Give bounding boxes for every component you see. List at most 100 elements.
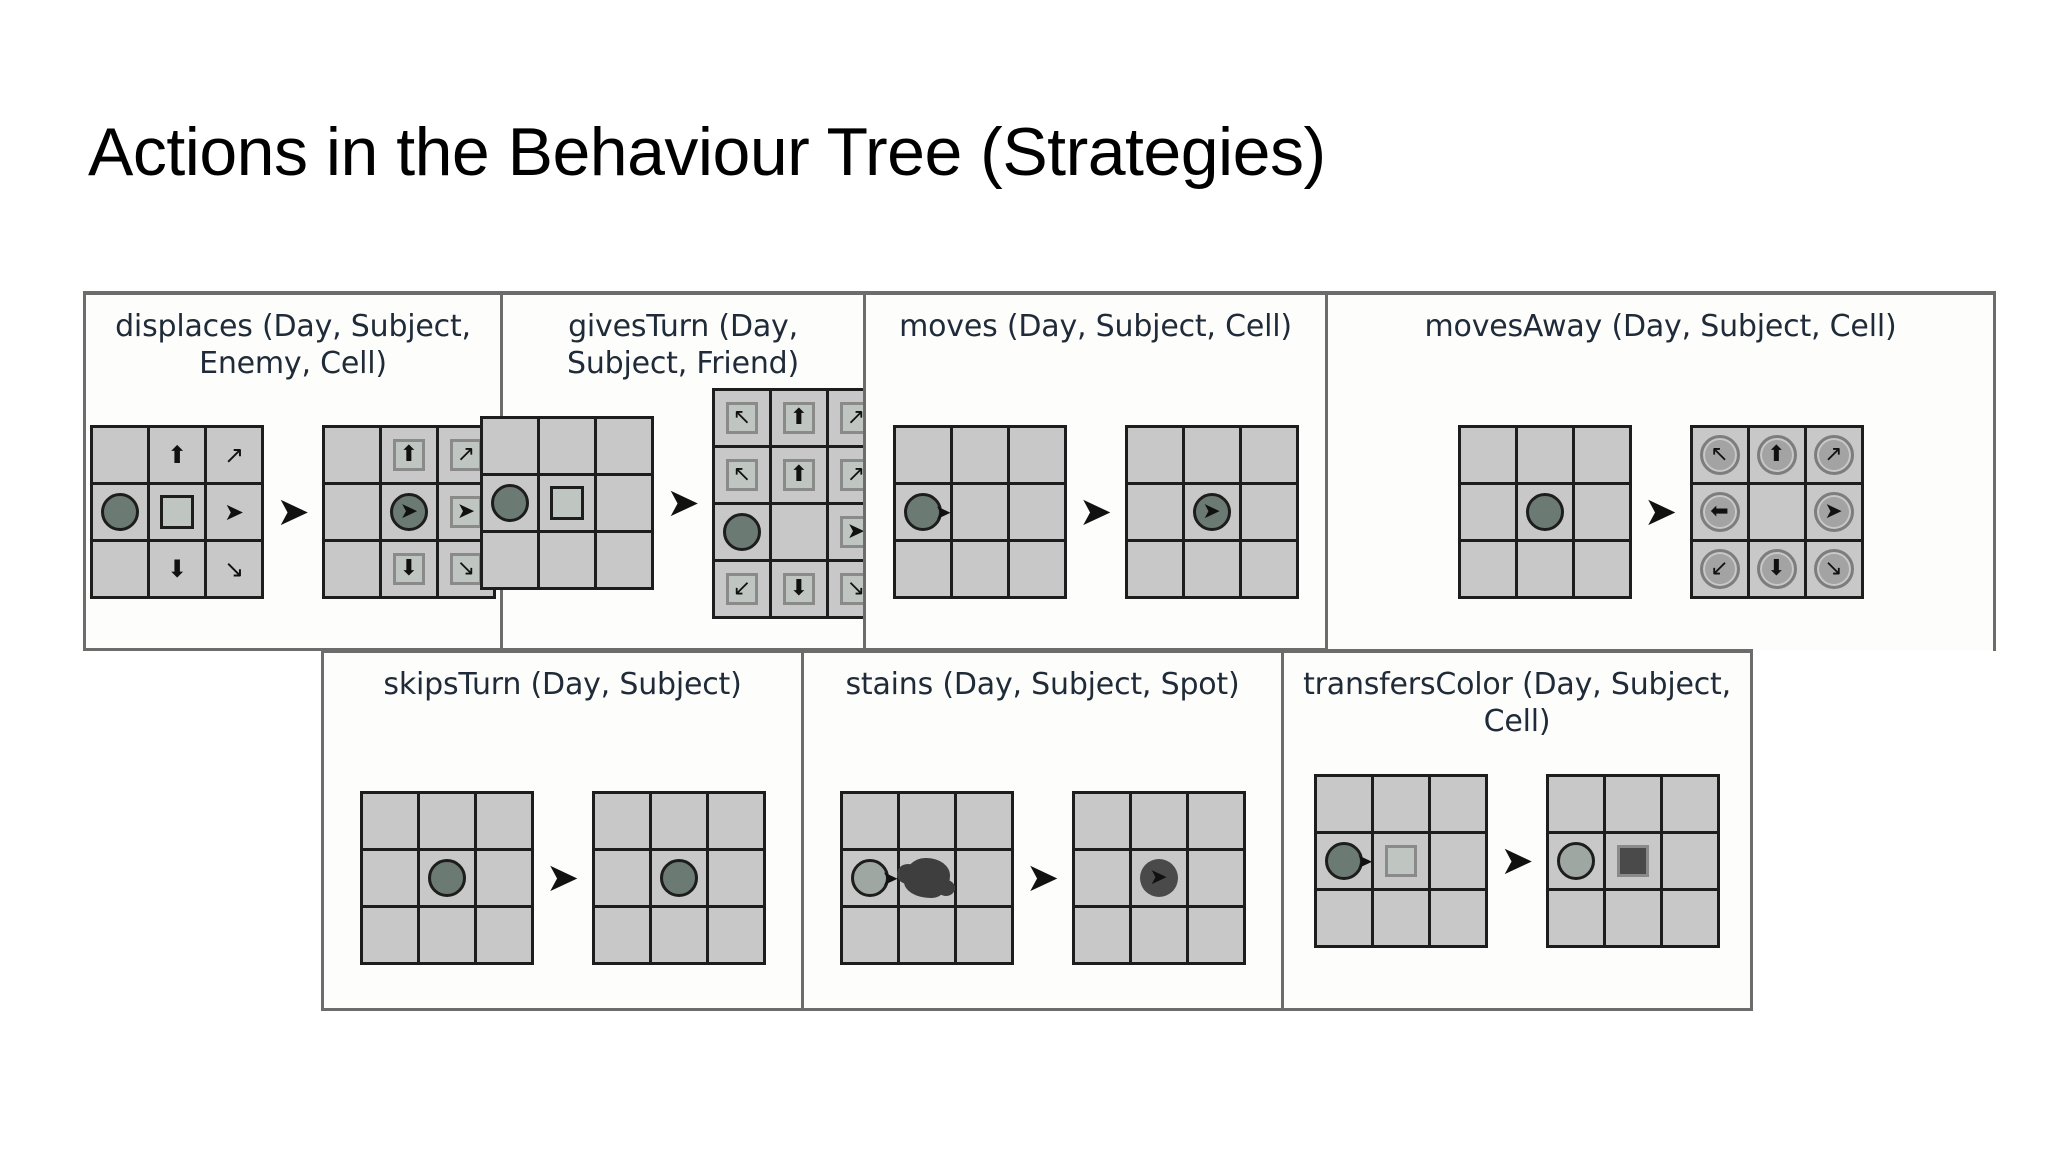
grid-cell: ↖ <box>715 390 769 445</box>
grid-cell <box>419 794 474 848</box>
step-arrow-icon: ➤ <box>1078 489 1113 535</box>
grid-cell <box>651 908 706 962</box>
arrow-right-icon: ➤ <box>223 498 245 526</box>
ghost-square-token: ⬇ <box>783 572 815 605</box>
page-title: Actions in the Behaviour Tree (Strategie… <box>88 114 1326 190</box>
grid-cell: ⬇ <box>772 561 826 616</box>
grid-cell <box>362 851 417 905</box>
grid-cell <box>1009 542 1064 596</box>
arrow-right-icon: ➤ <box>399 499 419 524</box>
grid-cell <box>597 533 651 587</box>
subject-circle-token <box>491 484 529 522</box>
light-circle-token <box>850 859 889 897</box>
ghost-square-token: ↖ <box>726 458 758 491</box>
panel-movesaway: movesAway (Day, Subject, Cell) ➤↖⬆↗⬅➤↙⬇↘ <box>1325 291 1996 651</box>
grid-cell <box>896 851 955 905</box>
transfersColor-after-grid <box>1546 774 1720 948</box>
grid-cell <box>1574 428 1629 482</box>
grid-cell <box>1574 485 1629 539</box>
cell-square-token <box>550 486 584 520</box>
panel-title-transferscolor: transfersColor (Day, Subject, Cell) <box>1303 667 1731 739</box>
grid-cell <box>956 851 1011 905</box>
ghost-square-token <box>1385 845 1417 877</box>
panel-givesturn: givesTurn (Day, Subject, Friend) ➤↖⬆↗↖⬆↗… <box>480 291 886 651</box>
light-circle-token <box>1557 842 1595 880</box>
grid-cell: ↗ <box>1806 428 1861 482</box>
grid-cell: ↘ <box>1806 542 1861 596</box>
grid-cell <box>842 794 897 848</box>
grid-cell <box>1460 428 1515 482</box>
grid-cell <box>952 428 1007 482</box>
arrow-up-right-icon: ↗ <box>1824 442 1843 467</box>
arrow-up-right-icon: ↗ <box>223 441 245 469</box>
grid-cell <box>1374 891 1428 945</box>
panel-body-skipsturn: ➤ <box>324 763 801 993</box>
grid-cell <box>1374 777 1428 831</box>
grid-cell <box>1460 542 1515 596</box>
grid-cell <box>899 794 954 848</box>
arrow-down-icon: ⬇ <box>789 575 809 601</box>
grid-cell: ⬆ <box>772 447 826 502</box>
grid-cell: ⬅ <box>1692 485 1747 539</box>
panel-title-skipsturn: skipsTurn (Day, Subject) <box>383 667 742 702</box>
moves-after-grid: ➤ <box>1124 425 1299 599</box>
grid-cell <box>597 476 651 530</box>
grid-cell <box>483 476 537 530</box>
grid-cell <box>842 908 897 962</box>
ring-circle-token: ↗ <box>1813 435 1854 475</box>
grid-cell <box>772 504 826 559</box>
movesAway-before-grid <box>1457 425 1632 599</box>
grid-cell <box>419 908 474 962</box>
moves-before-grid: ➤ <box>892 425 1067 599</box>
step-arrow-icon: ➤ <box>276 489 310 535</box>
panel-displaces: displaces (Day, Subject, Enemy, Cell) ⬆ ↗… <box>83 291 500 651</box>
grid-cell <box>1574 542 1629 596</box>
arrow-up-left-icon: ↖ <box>1710 442 1729 467</box>
panel-body-transferscolor: ➤➤ <box>1284 729 1750 993</box>
grid-cell <box>362 908 417 962</box>
arrow-down-right-icon: ↘ <box>1824 556 1843 581</box>
grid-cell <box>651 851 706 905</box>
grid-cell <box>895 542 950 596</box>
subject-circle-token <box>723 512 761 551</box>
grid-cell <box>476 908 531 962</box>
displaces-before-grid: ⬆↗➤⬇↘ <box>90 425 264 599</box>
grid-cell <box>708 794 763 848</box>
arrow-down-icon: ⬇ <box>399 556 419 581</box>
arrow-right-icon: ➤ <box>1202 499 1221 524</box>
grid-cell <box>1188 851 1243 905</box>
grid-cell <box>1188 794 1243 848</box>
panel-title-displaces: displaces (Day, Subject, Enemy, Cell) <box>115 309 471 381</box>
grid-cell <box>1749 485 1804 539</box>
grid-cell <box>93 428 147 482</box>
arrow-up-icon: ⬆ <box>1767 442 1786 467</box>
panel-stains: stains (Day, Subject, Spot) ➤➤➤ <box>801 649 1281 1011</box>
arrow-down-left-icon: ↙ <box>732 575 752 601</box>
givesTurn-after-grid: ↖⬆↗↖⬆↗➤↙⬇↘ <box>712 387 886 619</box>
arrow-down-left-icon: ↙ <box>1710 556 1729 581</box>
grid-cell <box>1460 485 1515 539</box>
grid-cell <box>1241 485 1296 539</box>
grid-cell <box>325 485 379 539</box>
bottom-row: skipsTurn (Day, Subject) ➤ stains (Day, … <box>321 649 1753 1011</box>
subject-circle-token: ➤ <box>1192 493 1231 531</box>
filled-square-token <box>1617 845 1649 877</box>
ring-circle-token: ⬅ <box>1699 492 1740 532</box>
transfersColor-before-grid: ➤ <box>1314 774 1488 948</box>
panel-body-movesaway: ➤↖⬆↗⬅➤↙⬇↘ <box>1328 397 1993 627</box>
grid-cell <box>1517 542 1572 596</box>
grid-cell: ↙ <box>715 561 769 616</box>
arrow-up-icon: ⬆ <box>166 441 188 469</box>
subject-circle-token <box>903 493 942 531</box>
ring-circle-token: ↖ <box>1699 435 1740 475</box>
arrow-right-icon: ➤ <box>456 499 476 524</box>
grid-cell <box>956 794 1011 848</box>
grid-cell <box>93 542 147 596</box>
cell-square-token <box>160 495 194 529</box>
subject-circle-token <box>101 493 139 531</box>
grid-cell <box>895 428 950 482</box>
grid-cell: ⬆ <box>382 428 436 482</box>
grid-cell: ➤ <box>207 485 261 539</box>
grid-cell <box>1517 428 1572 482</box>
stain-blob-token <box>896 858 955 898</box>
